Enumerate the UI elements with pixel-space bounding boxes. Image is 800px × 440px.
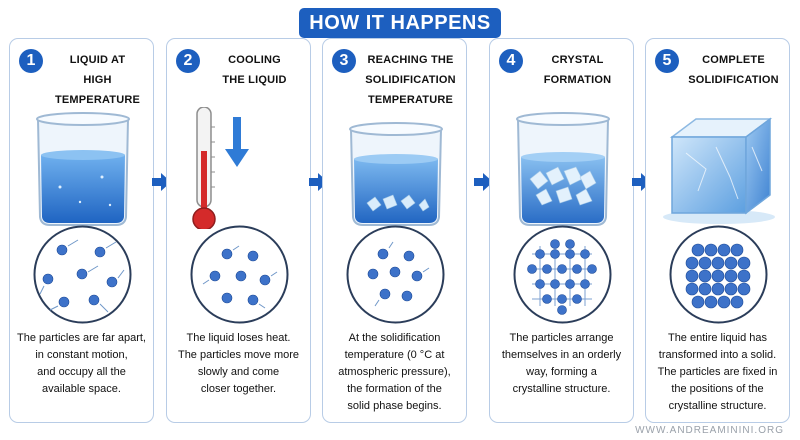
step-title: REACHING THE SOLIDIFICATION TEMPERATURE	[361, 50, 460, 110]
description-line: solid phase begins.	[347, 400, 442, 412]
description-line: the positions of the	[671, 383, 764, 395]
step-title-line: TEMPERATURE	[367, 94, 454, 106]
particles-closer-diagram	[346, 225, 445, 324]
description-line: themselves in an orderly	[501, 349, 622, 361]
step-description: The entire liquid has transformed into a…	[650, 330, 785, 415]
step-panel-5: 5 COMPLETE SOLIDIFICATION	[645, 38, 790, 423]
step-title: LIQUID AT HIGH TEMPERATURE	[48, 50, 147, 110]
step-title-line: FORMATION	[543, 74, 612, 86]
description-line: temperature (0 °C at	[344, 349, 445, 361]
particles-far-apart-diagram	[33, 225, 132, 324]
step-title-line: SOLIDIFICATION	[365, 74, 456, 86]
step-number-badge: 4	[499, 49, 523, 73]
description-line: atmospheric pressure),	[338, 366, 451, 378]
beaker-crystals-illustration	[516, 112, 610, 226]
step-title-line: COOLING	[228, 54, 281, 66]
step-number-badge: 5	[655, 49, 679, 73]
description-line: the formation of the	[347, 383, 442, 395]
step-description: The particles are far apart, in constant…	[14, 330, 149, 398]
beaker-ice-forming-illustration	[349, 122, 443, 226]
step-number-badge: 3	[332, 49, 356, 73]
header-title: HOW IT HAPPENS	[299, 8, 501, 38]
step-description: The liquid loses heat. The particles mov…	[171, 330, 306, 398]
step-panel-4: 4 CRYSTAL FORMATION	[489, 38, 634, 423]
description-line: slowly and come	[197, 366, 280, 378]
step-title-line: COMPLETE	[702, 54, 765, 66]
arrow-right-icon	[152, 173, 171, 191]
step-number-badge: 1	[19, 49, 43, 73]
step-panel-3: 3 REACHING THE SOLIDIFICATION TEMPERATUR…	[322, 38, 467, 423]
thermometer-cooling-illustration	[192, 107, 249, 229]
description-line: crystalline structure.	[512, 383, 611, 395]
description-line: The entire liquid has	[667, 332, 768, 344]
beaker-hot-liquid-illustration	[36, 112, 130, 226]
description-line: The particles are far apart,	[16, 332, 146, 344]
description-line: The particles arrange	[509, 332, 614, 344]
step-panel-2: 2 COOLING THE LIQUID The liquid loses he…	[166, 38, 311, 423]
description-line: At the solidification	[348, 332, 441, 344]
watermark-text: WWW.ANDREAMININI.ORG	[635, 425, 784, 436]
arrow-right-icon	[474, 173, 493, 191]
step-title-line: REACHING THE	[367, 54, 454, 66]
arrow-right-icon	[309, 173, 328, 191]
description-line: way, forming a	[526, 366, 597, 378]
arrow-right-icon	[632, 173, 651, 191]
step-description: At the solidification temperature (0 °C …	[327, 330, 462, 415]
description-line: crystalline structure.	[668, 400, 767, 412]
step-title: CRYSTAL FORMATION	[528, 50, 627, 90]
step-title: COOLING THE LIQUID	[205, 50, 304, 90]
step-title-line: SOLIDIFICATION	[688, 74, 779, 86]
particles-crystal-lattice-diagram	[513, 225, 612, 324]
description-line: transformed into a solid.	[658, 349, 777, 361]
step-description: The particles arrange themselves in an o…	[494, 330, 629, 398]
description-line: The liquid loses heat.	[186, 332, 291, 344]
description-line: in constant motion,	[35, 349, 128, 361]
step-title-line: LIQUID AT	[69, 54, 126, 66]
step-title: COMPLETE SOLIDIFICATION	[684, 50, 783, 90]
description-line: and occupy all the	[37, 366, 126, 378]
step-title-line: THE LIQUID	[222, 74, 287, 86]
step-title-line: HIGH TEMPERATURE	[54, 74, 141, 106]
step-title-line: CRYSTAL	[551, 54, 604, 66]
particles-slowing-diagram	[190, 225, 289, 324]
step-panel-1: 1 LIQUID AT HIGH TEMPERATURE T	[9, 38, 154, 423]
description-line: The particles move more	[177, 349, 300, 361]
description-line: closer together.	[200, 383, 277, 395]
step-number-badge: 2	[176, 49, 200, 73]
description-line: available space.	[42, 383, 121, 395]
particles-solid-grid-diagram	[669, 225, 768, 324]
ice-cube-illustration	[663, 117, 775, 224]
description-line: The particles are fixed in	[657, 366, 778, 378]
